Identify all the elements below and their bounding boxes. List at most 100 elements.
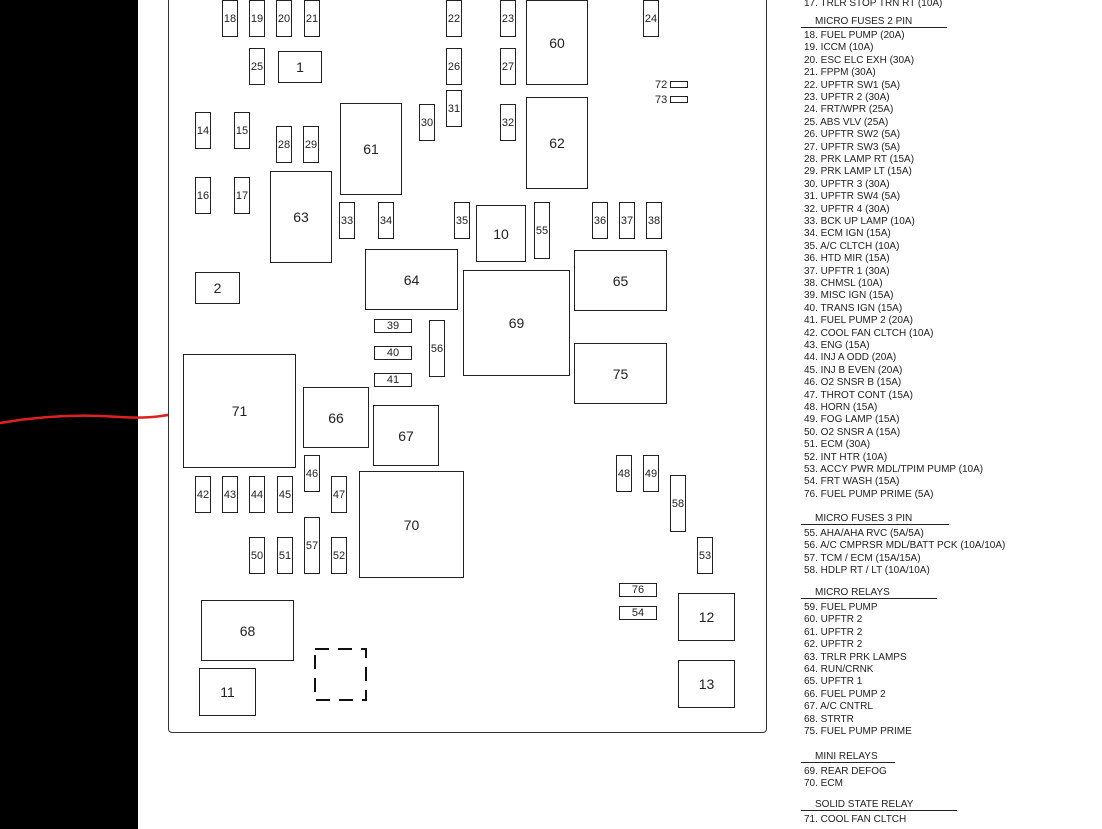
- fuse-49: 49: [643, 455, 659, 492]
- legend-item: 60. UPFTR 2: [804, 614, 863, 626]
- relay-75: 75: [574, 343, 667, 404]
- fuse-33: 33: [339, 202, 355, 239]
- fuse-72: 72: [655, 79, 688, 91]
- legend-item: 67. A/C CNTRL: [804, 701, 873, 713]
- legend-divider: [801, 598, 937, 599]
- legend-item: 35. A/C CLTCH (10A): [804, 240, 900, 252]
- fuse-37: 37: [619, 202, 635, 239]
- relay-61: 61: [340, 103, 402, 195]
- legend-section-title: SOLID STATE RELAY: [815, 799, 914, 810]
- legend-item: 43. ENG (15A): [804, 340, 870, 351]
- fuse-39: 39: [374, 319, 412, 333]
- legend-item: 52. INT HTR (10A): [804, 451, 888, 463]
- fuse-20: 20: [276, 0, 292, 37]
- fuse-29: 29: [303, 126, 319, 163]
- relay-62: 62: [526, 97, 588, 189]
- legend-item: 27. UPFTR SW3 (5A): [804, 141, 901, 153]
- legend-section-title: MINI RELAYS: [815, 751, 878, 762]
- legend-item: 32. UPFTR 4 (30A): [804, 203, 890, 215]
- fuse-36: 36: [592, 202, 608, 239]
- legend-item: 19. ICCM (10A): [804, 42, 874, 54]
- legend-item: 75. FUEL PUMP PRIME: [804, 726, 912, 737]
- legend-item: 34. ECM IGN (15A): [804, 228, 891, 240]
- fuse-21: 21: [304, 0, 320, 37]
- fuse-47: 47: [331, 476, 347, 513]
- legend-section-title: MICRO RELAYS: [815, 587, 890, 598]
- legend-item: 39. MISC IGN (15A): [804, 290, 894, 302]
- legend-item: 30. UPFTR 3 (30A): [804, 178, 890, 190]
- legend-divider: [801, 810, 957, 811]
- fuse-58: 58: [670, 475, 686, 532]
- fuse-23: 23: [500, 0, 516, 37]
- legend-item: 20. ESC ELC EXH (30A): [804, 54, 915, 66]
- fuse-43: 43: [222, 476, 238, 513]
- fuse-40: 40: [374, 346, 412, 360]
- fuse-44: 44: [249, 476, 265, 513]
- legend-item: 42. COOL FAN CLTCH (10A): [804, 327, 934, 339]
- fuse-41: 41: [374, 373, 412, 387]
- relay-67: 67: [373, 405, 439, 466]
- block-16: 16: [195, 177, 211, 214]
- fuse-35: 35: [454, 202, 470, 239]
- legend-item: 58. HDLP RT / LT (10A/10A): [804, 565, 930, 577]
- legend-item: 50. O2 SNSR A (15A): [804, 426, 901, 438]
- fuse-38: 38: [646, 202, 662, 239]
- relay-66: 66: [303, 387, 369, 448]
- legend-item: 56. A/C CMPRSR MDL/BATT PCK (10A/10A): [804, 540, 1006, 552]
- fuse-legend: 17. TRLR STOP TRN RT (10A) MICRO FUSES 2 …: [797, 0, 1097, 829]
- legend-section-title: MICRO FUSES 2 PIN: [815, 16, 913, 27]
- legend-item: 65. UPFTR 1: [804, 676, 863, 688]
- legend-item: 61. UPFTR 2: [804, 626, 863, 638]
- fuse-51: 51: [277, 537, 293, 574]
- block-10: 10: [476, 205, 526, 262]
- legend-divider: [801, 524, 949, 525]
- fuse-31: 31: [446, 90, 462, 127]
- legend-item: 29. PRK LAMP LT (15A): [804, 166, 912, 178]
- fuse-73-label: 73: [655, 94, 668, 106]
- legend-item: 36. HTD MIR (15A): [804, 253, 890, 265]
- legend-item: 23. UPFTR 2 (30A): [804, 92, 890, 103]
- fuse-32: 32: [500, 104, 516, 141]
- fuse-50: 50: [249, 537, 265, 574]
- legend-item: 51. ECM (30A): [804, 439, 871, 451]
- block-13: 13: [678, 660, 735, 708]
- legend-item: 62. UPFTR 2: [804, 639, 863, 651]
- legend-item: 76. FUEL PUMP PRIME (5A): [804, 488, 934, 500]
- legend-divider: [801, 762, 895, 763]
- legend-item: 64. RUN/CRNK: [804, 664, 874, 675]
- fuse-26: 26: [446, 48, 462, 85]
- legend-item: 17. TRLR STOP TRN RT (10A): [804, 0, 943, 9]
- relay-60: 60: [526, 0, 588, 85]
- legend-item: 71. COOL FAN CLTCH: [804, 814, 907, 825]
- fuse-24: 24: [643, 0, 659, 37]
- fuse-46: 46: [304, 455, 320, 492]
- legend-item: 18. FUEL PUMP (20A): [804, 30, 905, 41]
- fuse-25: 25: [249, 48, 265, 85]
- legend-item: 33. BCK UP LAMP (10A): [804, 216, 915, 227]
- fuse-19: 19: [249, 0, 265, 37]
- legend-item: 31. UPFTR SW4 (5A): [804, 191, 901, 203]
- legend-item: 25. ABS VLV (25A): [804, 116, 889, 128]
- fuse-42: 42: [195, 476, 211, 513]
- legend-item: 44. INJ A ODD (20A): [804, 352, 897, 364]
- fuse-73: 73: [655, 94, 688, 106]
- legend-item: 53. ACCY PWR MDL/TPIM PUMP (10A): [804, 464, 984, 475]
- legend-item: 57. TCM / ECM (15A/15A): [804, 552, 921, 564]
- legend-item: 54. FRT WASH (15A): [804, 476, 900, 488]
- legend-item: 28. PRK LAMP RT (15A): [804, 154, 915, 165]
- fuse-30: 30: [419, 104, 435, 141]
- fuse-18: 18: [222, 0, 238, 37]
- legend-item: 66. FUEL PUMP 2: [804, 688, 886, 700]
- legend-item: 63. TRLR PRK LAMPS: [804, 651, 907, 663]
- legend-item: 70. ECM: [804, 778, 843, 790]
- fuse-22: 22: [446, 0, 462, 37]
- block-17: 17: [234, 177, 250, 214]
- fuse-48: 48: [616, 455, 632, 492]
- relay-63: 63: [270, 171, 332, 263]
- legend-item: 45. INJ B EVEN (20A): [804, 364, 903, 376]
- legend-item: 41. FUEL PUMP 2 (20A): [804, 315, 913, 327]
- block-14: 14: [195, 112, 211, 149]
- fuse-56: 56: [429, 320, 445, 377]
- legend-item: 40. TRANS IGN (15A): [804, 302, 903, 314]
- block-15: 15: [234, 112, 250, 149]
